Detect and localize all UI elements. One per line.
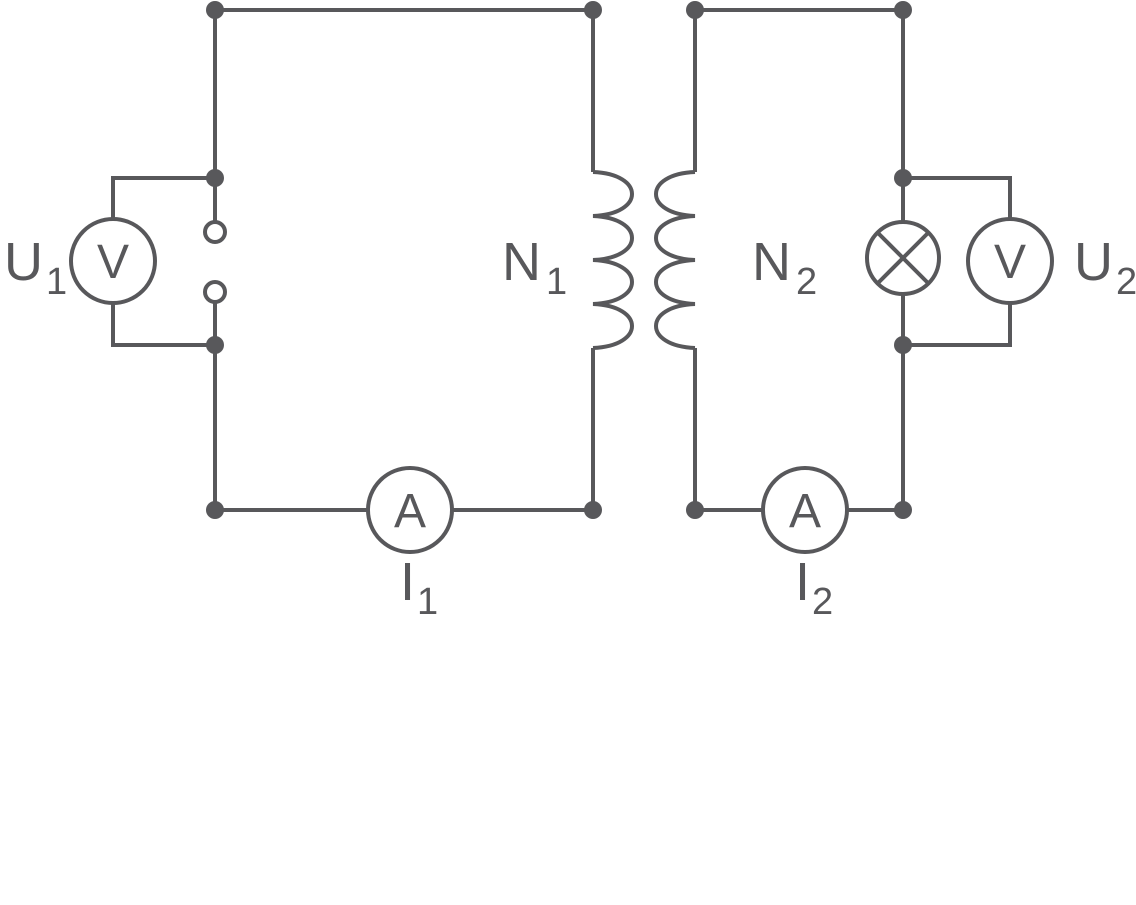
junction-dot <box>584 501 602 519</box>
junction-dot <box>894 501 912 519</box>
secondary-coil-icon <box>654 170 696 350</box>
junction-dot <box>686 1 704 19</box>
secondary-ammeter-icon <box>761 466 849 554</box>
secondary-coil-label: N <box>752 232 791 292</box>
secondary-voltmeter-letter: V <box>994 236 1026 289</box>
secondary-coil-subscript: 2 <box>796 261 817 303</box>
secondary-circuit: V A N 2 U 2 I 2 <box>654 1 1136 623</box>
secondary-current-label: I <box>795 552 810 612</box>
junction-dot <box>686 501 704 519</box>
primary-voltage-subscript: 1 <box>46 261 67 303</box>
junction-dot <box>894 169 912 187</box>
primary-circuit: V A U 1 N 1 I 1 <box>4 1 634 623</box>
primary-coil-label: N <box>502 232 541 292</box>
junction-dot <box>206 336 224 354</box>
secondary-ammeter-letter: A <box>789 485 821 538</box>
secondary-voltage-label: U <box>1074 232 1113 292</box>
primary-ammeter-icon <box>366 466 454 554</box>
secondary-voltmeter-icon <box>966 217 1054 305</box>
primary-coil-subscript: 1 <box>546 261 567 303</box>
secondary-voltage-subscript: 2 <box>1116 261 1136 303</box>
input-terminal-bottom-icon <box>203 280 227 304</box>
primary-ammeter-letter: A <box>394 485 426 538</box>
junction-dot <box>584 1 602 19</box>
primary-voltmeter-letter: V <box>97 236 129 289</box>
secondary-current-subscript: 2 <box>812 581 833 623</box>
junction-dot <box>894 336 912 354</box>
primary-voltage-label: U <box>4 232 43 292</box>
junction-dot <box>206 1 224 19</box>
junction-dot <box>206 169 224 187</box>
primary-current-label: I <box>400 552 415 612</box>
input-terminal-top-icon <box>203 220 227 244</box>
primary-voltmeter-icon <box>69 217 157 305</box>
primary-coil-icon <box>592 170 634 350</box>
junction-dot <box>894 1 912 19</box>
junction-dot <box>206 501 224 519</box>
primary-current-subscript: 1 <box>417 581 438 623</box>
lamp-cross-icon <box>875 230 931 286</box>
